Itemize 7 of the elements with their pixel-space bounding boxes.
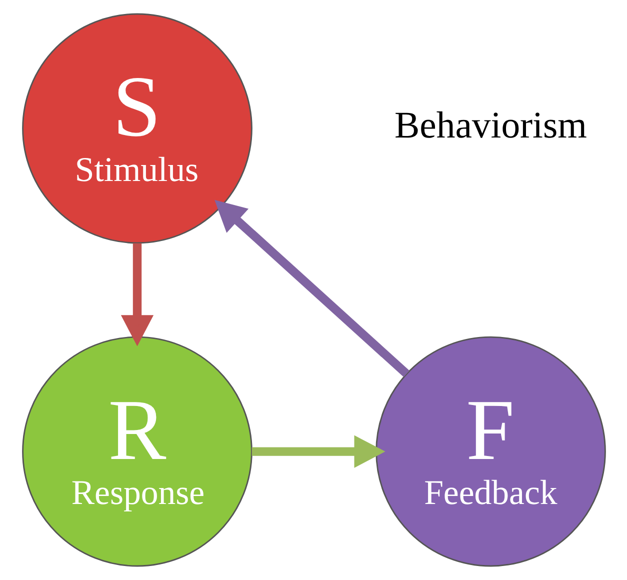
arrow <box>214 200 409 378</box>
node-circle: R Response <box>22 336 252 567</box>
arrow <box>251 435 385 468</box>
node-circle: S Stimulus <box>22 13 252 244</box>
label: Behaviorism <box>394 104 586 147</box>
node-circle: F Feedback <box>375 336 606 567</box>
arrow <box>120 243 154 346</box>
